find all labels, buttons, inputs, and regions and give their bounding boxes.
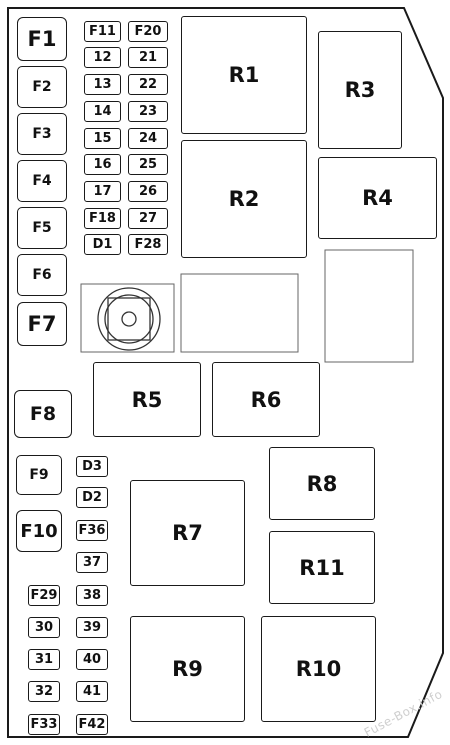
fuse-f18: F18 [84, 208, 121, 229]
fuse-30: 30 [28, 617, 60, 638]
fuse-f10: F10 [16, 510, 62, 552]
empty-slot-right [324, 249, 414, 363]
fuse-f7: F7 [17, 302, 67, 346]
relay-r6: R6 [212, 362, 320, 437]
fuse-23: 23 [128, 101, 168, 122]
relay-r9: R9 [130, 616, 245, 722]
relay-r3: R3 [318, 31, 402, 149]
relay-r1: R1 [181, 16, 307, 134]
fuse-f33: F33 [28, 714, 60, 735]
fuse-21: 21 [128, 47, 168, 68]
fuse-27: 27 [128, 208, 168, 229]
fuse-f11: F11 [84, 21, 121, 42]
fuse-17: 17 [84, 181, 121, 202]
relay-r7: R7 [130, 480, 245, 586]
connector-icon [80, 283, 175, 353]
fuse-39: 39 [76, 617, 108, 638]
fuse-14: 14 [84, 101, 121, 122]
fuse-f42: F42 [76, 714, 108, 735]
relay-r5: R5 [93, 362, 201, 437]
relay-r11: R11 [269, 531, 375, 604]
fuse-38: 38 [76, 585, 108, 606]
fuse-12: 12 [84, 47, 121, 68]
fuse-16: 16 [84, 154, 121, 175]
diode-d1: D1 [84, 234, 121, 255]
relay-r2: R2 [181, 140, 307, 258]
fuse-f9: F9 [16, 455, 62, 495]
fuse-41: 41 [76, 681, 108, 702]
fuse-f4: F4 [17, 160, 67, 202]
fuse-f3: F3 [17, 113, 67, 155]
fuse-37: 37 [76, 552, 108, 573]
fuse-f8: F8 [14, 390, 72, 438]
diode-d3: D3 [76, 456, 108, 477]
fuse-f20: F20 [128, 21, 168, 42]
fuse-f28: F28 [128, 234, 168, 255]
fuse-f2: F2 [17, 66, 67, 108]
fuse-22: 22 [128, 74, 168, 95]
fuse-13: 13 [84, 74, 121, 95]
fuse-f1: F1 [17, 17, 67, 61]
relay-r8: R8 [269, 447, 375, 520]
relay-r4: R4 [318, 157, 437, 239]
relay-r10: R10 [261, 616, 376, 722]
fuse-f29: F29 [28, 585, 60, 606]
fuse-25: 25 [128, 154, 168, 175]
fuse-31: 31 [28, 649, 60, 670]
diode-d2: D2 [76, 487, 108, 508]
fuse-24: 24 [128, 128, 168, 149]
fuse-15: 15 [84, 128, 121, 149]
fuse-26: 26 [128, 181, 168, 202]
empty-slot-middle [180, 273, 299, 353]
fuse-f36: F36 [76, 520, 108, 541]
fuse-f5: F5 [17, 207, 67, 249]
fuse-40: 40 [76, 649, 108, 670]
fuse-32: 32 [28, 681, 60, 702]
fuse-f6: F6 [17, 254, 67, 296]
